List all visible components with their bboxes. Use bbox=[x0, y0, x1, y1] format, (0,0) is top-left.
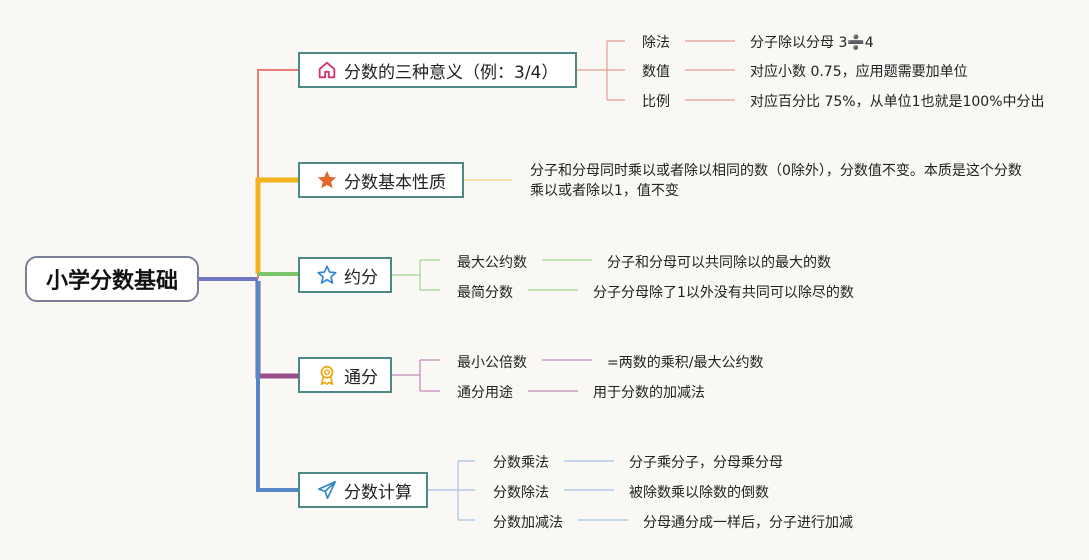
sub-connector-4 bbox=[392, 359, 440, 392]
child-desc: 分母通分成一样后，分子进行加减 bbox=[643, 515, 853, 531]
star-outline-icon bbox=[316, 264, 338, 286]
topic-title: 分数的三种意义（例：3/4） bbox=[344, 62, 559, 83]
child-label: 最小公倍数 bbox=[457, 355, 527, 371]
topic-calculation[interactable]: 分数计算 bbox=[298, 472, 428, 508]
child-label: 最大公约数 bbox=[457, 255, 527, 271]
sub-connector-3 bbox=[392, 259, 440, 291]
child-label: 最简分数 bbox=[457, 285, 513, 301]
child-desc: 被除数乘以除数的倒数 bbox=[629, 485, 769, 501]
desc-line: 乘以或者除以1，值不变 bbox=[530, 183, 679, 199]
child-desc: 用于分数的加减法 bbox=[593, 385, 705, 401]
child-desc: =两数的乘积/最大公约数 bbox=[607, 355, 764, 371]
branch-connector-1 bbox=[257, 69, 298, 279]
child-label: 通分用途 bbox=[457, 385, 513, 401]
child-desc: 分子除以分母 3➗4 bbox=[750, 35, 874, 51]
topic-title: 分数基本性质 bbox=[344, 172, 446, 193]
child-label: 分数除法 bbox=[493, 485, 549, 501]
topic-common-denominator[interactable]: 通分 bbox=[298, 357, 392, 393]
topic-meanings[interactable]: 分数的三种意义（例：3/4） bbox=[298, 52, 577, 88]
child-desc: 分子乘分子，分母乘分母 bbox=[629, 455, 783, 471]
topic-title: 分数计算 bbox=[344, 482, 412, 503]
child-label: 除法 bbox=[642, 35, 670, 51]
child-desc: 分子分母除了1以外没有共同可以除尽的数 bbox=[593, 285, 854, 301]
child-desc: 分子和分母可以共同除以的最大的数 bbox=[607, 255, 831, 271]
root-node[interactable]: 小学分数基础 bbox=[25, 256, 199, 302]
sub-connector-1 bbox=[577, 40, 625, 101]
home-icon bbox=[316, 59, 338, 81]
root-title: 小学分数基础 bbox=[45, 269, 178, 294]
branch-connector-5 bbox=[256, 281, 298, 492]
desc-line: 分子和分母同时乘以或者除以相同的数（0除外），分数值不变。本质是这个分数 bbox=[530, 163, 1022, 179]
topic-reduction[interactable]: 约分 bbox=[298, 257, 392, 293]
branch-connector-2 bbox=[255, 177, 298, 274]
child-label: 分数乘法 bbox=[493, 455, 549, 471]
child-label: 数值 bbox=[642, 64, 670, 80]
child-desc: 对应小数 0.75，应用题需要加单位 bbox=[750, 64, 968, 80]
child-label: 分数加减法 bbox=[493, 515, 563, 531]
child-label: 比例 bbox=[642, 94, 670, 110]
child-desc: 对应百分比 75%，从单位1也就是100%中分出 bbox=[750, 94, 1045, 110]
property-description: 分子和分母同时乘以或者除以相同的数（0除外），分数值不变。本质是这个分数 乘以或… bbox=[530, 161, 1050, 201]
topic-basic-property[interactable]: 分数基本性质 bbox=[298, 162, 464, 198]
topic-title: 约分 bbox=[344, 267, 378, 288]
star-icon bbox=[316, 169, 338, 191]
sub-connector-5 bbox=[428, 460, 475, 521]
medal-icon bbox=[316, 364, 338, 386]
paper-plane-icon bbox=[316, 479, 338, 501]
topic-title: 通分 bbox=[344, 367, 378, 388]
branch-connector-4 bbox=[255, 281, 298, 379]
